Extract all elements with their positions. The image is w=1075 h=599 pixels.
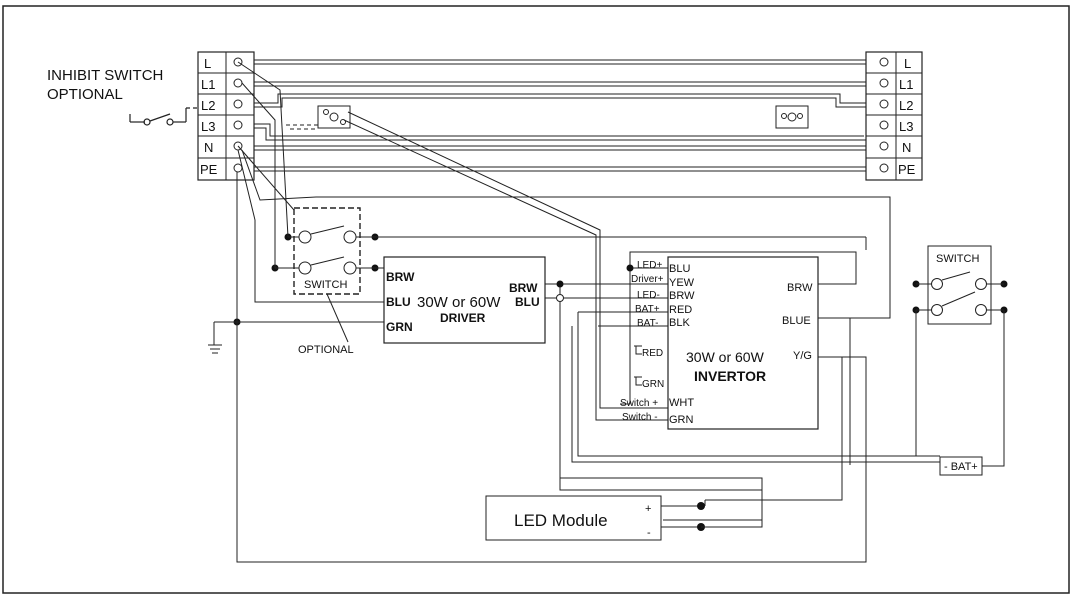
right-term-N: N bbox=[902, 140, 911, 155]
aux-caps bbox=[634, 345, 642, 386]
driver-output-wires bbox=[545, 283, 763, 521]
inv-pin-wht: WHT bbox=[669, 397, 694, 409]
invertor-input-wires bbox=[571, 251, 940, 501]
lbl-switch-plus: Switch + bbox=[620, 398, 658, 409]
inv-pin-blu: BLU bbox=[669, 263, 690, 275]
lbl-switch-minus: Switch - bbox=[622, 412, 658, 423]
lbl-aux-red: RED bbox=[642, 348, 663, 359]
battery: - BAT+ bbox=[939, 456, 983, 476]
invertor-box: BLU YEW BRW RED BLK WHT GRN BRW BLUE Y/G… bbox=[667, 256, 819, 430]
right-terminal-block: L L1 L2 L3 N PE bbox=[865, 51, 923, 181]
led-module-minus: - bbox=[647, 527, 651, 539]
lbl-led-minus: LED- bbox=[637, 290, 660, 301]
inv-pin-grn: GRN bbox=[669, 414, 694, 426]
invertor-subtitle: INVERTOR bbox=[694, 368, 766, 384]
inv-pin-brw: BRW bbox=[669, 290, 695, 302]
invertor-title: 30W or 60W bbox=[686, 349, 765, 365]
lbl-aux-grn: GRN bbox=[642, 379, 664, 390]
invertor-left-labels: LED+ Driver+ LED- BAT+ BAT- RED GRN Swit… bbox=[620, 260, 664, 423]
driver-out-brw: BRW bbox=[509, 281, 538, 295]
connector-to-invertor-wires bbox=[343, 111, 668, 421]
left-term-L2: L2 bbox=[201, 98, 215, 113]
left-term-L1: L1 bbox=[201, 77, 215, 92]
right-switch-wires bbox=[915, 283, 1005, 467]
right-term-L2: L2 bbox=[899, 98, 913, 113]
inv-pin-red: RED bbox=[669, 304, 692, 316]
driver-out-blu: BLU bbox=[515, 295, 540, 309]
lbl-bat-minus: BAT- bbox=[637, 318, 658, 329]
driver-in-grn: GRN bbox=[386, 320, 413, 334]
lbl-bat-plus: BAT+ bbox=[635, 304, 660, 315]
left-term-L3: L3 bbox=[201, 119, 215, 134]
connector-right bbox=[775, 105, 809, 129]
right-term-L1: L1 bbox=[899, 77, 913, 92]
outer-frame bbox=[2, 5, 1070, 594]
driver-title: 30W or 60W bbox=[417, 294, 501, 311]
left-term-N: N bbox=[204, 140, 213, 155]
connector-dashes bbox=[286, 124, 318, 130]
left-term-L: L bbox=[204, 56, 211, 71]
inhibit-subtitle: OPTIONAL bbox=[47, 86, 123, 103]
left-switch-label: SWITCH bbox=[304, 279, 347, 291]
inv-out-blue: BLUE bbox=[782, 315, 811, 327]
left-switch: SWITCH bbox=[293, 207, 361, 295]
driver-in-blu: BLU bbox=[386, 295, 411, 309]
driver-subtitle: DRIVER bbox=[440, 311, 486, 325]
inv-out-brw: BRW bbox=[787, 282, 813, 294]
connector-left bbox=[317, 105, 351, 129]
right-switch: SWITCH bbox=[927, 245, 992, 325]
led-module-wires bbox=[701, 490, 763, 528]
inv-out-yg: Y/G bbox=[793, 350, 812, 362]
optional-leader bbox=[326, 293, 349, 343]
battery-label: - BAT+ bbox=[944, 461, 978, 473]
inv-pin-blk: BLK bbox=[669, 317, 690, 329]
inhibit-switch-symbol bbox=[129, 107, 198, 126]
inhibit-title: INHIBIT SWITCH bbox=[47, 67, 163, 84]
right-switch-label: SWITCH bbox=[936, 253, 979, 265]
lbl-led-plus: LED+ bbox=[637, 260, 662, 271]
driver-junction-brw bbox=[556, 280, 564, 288]
driver-box: BRW BLU GRN BRW BLU 30W or 60W DRIVER bbox=[383, 256, 546, 344]
right-term-PE: PE bbox=[898, 162, 916, 177]
lbl-driver-plus: Driver+ bbox=[631, 274, 664, 285]
bus-wires bbox=[254, 59, 866, 172]
right-term-L3: L3 bbox=[899, 119, 913, 134]
driver-junction-blu bbox=[556, 294, 564, 302]
invertor-junction bbox=[626, 264, 634, 272]
led-module-label: LED Module bbox=[514, 511, 608, 530]
left-side-wires bbox=[208, 61, 891, 563]
left-term-PE: PE bbox=[200, 162, 218, 177]
optional-label: OPTIONAL bbox=[298, 344, 354, 356]
driver-in-brw: BRW bbox=[386, 270, 415, 284]
led-module: LED Module + - bbox=[485, 495, 705, 541]
inv-pin-yew: YEW bbox=[669, 277, 695, 289]
led-module-plus: + bbox=[645, 503, 651, 515]
right-term-L: L bbox=[904, 56, 911, 71]
